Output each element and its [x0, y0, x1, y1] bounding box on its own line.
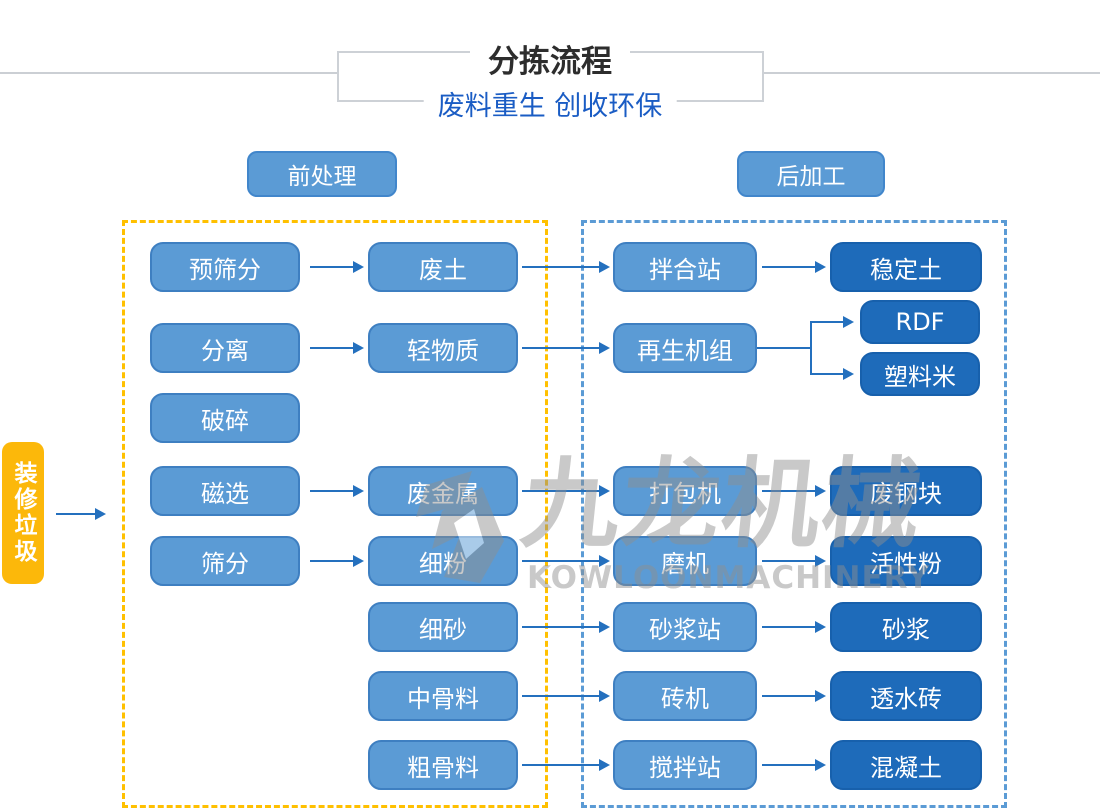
node-row4-col3: 打包机	[613, 466, 757, 516]
node-row4-col4: 废钢块	[830, 466, 982, 516]
arrow-fork-to-plastic	[810, 373, 852, 375]
arrow-row5-c1-c2	[310, 560, 362, 562]
pre-processing-group-frame	[122, 220, 548, 808]
arrow-row6-c2-c3	[522, 626, 608, 628]
node-row4-col1: 磁选	[150, 466, 300, 516]
post-processing-label: 后加工	[737, 151, 885, 197]
arrow-row1-c3-c4	[762, 266, 824, 268]
node-row5-col4: 活性粉	[830, 536, 982, 586]
node-row3-col1: 破碎	[150, 393, 300, 443]
arrow-row8-c2-c3	[522, 764, 608, 766]
arrow-row5-c2-c3	[522, 560, 608, 562]
node-row8-col2: 粗骨料	[368, 740, 518, 790]
arrow-row4-c2-c3	[522, 490, 608, 492]
arrow-row6-c3-c4	[762, 626, 824, 628]
arrow-row2-c1-c2	[310, 347, 362, 349]
arrow-row1-c2-c3	[522, 266, 608, 268]
page-title: 分拣流程	[470, 36, 630, 81]
node-plastic-pellets: 塑料米	[860, 352, 980, 396]
node-row6-col4: 砂浆	[830, 602, 982, 652]
arrow-source-to-group	[56, 513, 104, 515]
node-rdf: RDF	[860, 300, 980, 344]
node-row1-col1: 预筛分	[150, 242, 300, 292]
node-row7-col4: 透水砖	[830, 671, 982, 721]
arrow-row7-c3-c4	[762, 695, 824, 697]
node-row8-col3: 搅拌站	[613, 740, 757, 790]
fork-stub-line	[757, 347, 810, 349]
post-processing-group-frame	[581, 220, 1007, 808]
arrow-row8-c3-c4	[762, 764, 824, 766]
source-node-decoration-waste: 装修垃圾	[2, 442, 44, 584]
node-row5-col3: 磨机	[613, 536, 757, 586]
node-row7-col2: 中骨料	[368, 671, 518, 721]
arrow-row4-c3-c4	[762, 490, 824, 492]
node-row4-col2: 废金属	[368, 466, 518, 516]
node-row1-col2: 废土	[368, 242, 518, 292]
node-row2-col2: 轻物质	[368, 323, 518, 373]
node-row6-col3: 砂浆站	[613, 602, 757, 652]
node-row1-col4: 稳定土	[830, 242, 982, 292]
node-row2-col1: 分离	[150, 323, 300, 373]
node-row7-col3: 砖机	[613, 671, 757, 721]
node-row1-col3: 拌合站	[613, 242, 757, 292]
arrow-row7-c2-c3	[522, 695, 608, 697]
node-row5-col1: 筛分	[150, 536, 300, 586]
node-row8-col4: 混凝土	[830, 740, 982, 790]
arrow-row2-c2-c3	[522, 347, 608, 349]
fork-vertical-line	[810, 321, 812, 375]
node-row5-col2: 细粉	[368, 536, 518, 586]
node-row2-col3: 再生机组	[613, 323, 757, 373]
arrow-row5-c3-c4	[762, 560, 824, 562]
page-subtitle: 废料重生 创收环保	[423, 84, 677, 123]
arrow-row4-c1-c2	[310, 490, 362, 492]
node-row6-col2: 细砂	[368, 602, 518, 652]
arrow-fork-to-rdf	[810, 321, 852, 323]
arrow-row1-c1-c2	[310, 266, 362, 268]
pre-processing-label: 前处理	[247, 151, 397, 197]
